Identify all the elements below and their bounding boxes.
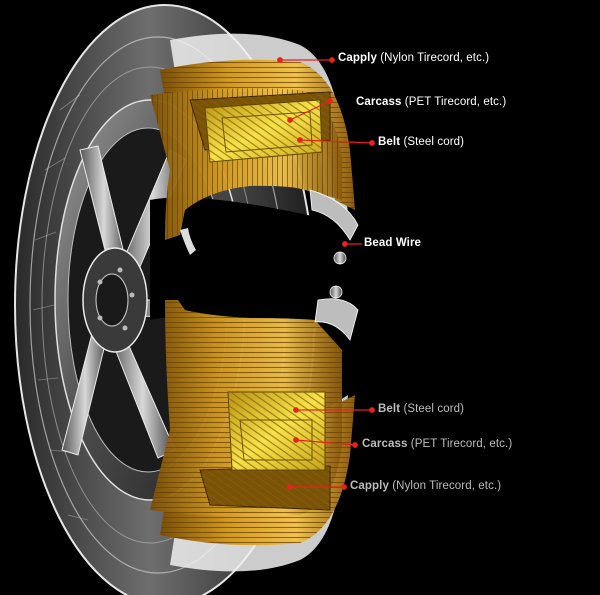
label-bottom-carcass-detail: (PET Tirecord, etc.)	[410, 438, 513, 450]
label-bottom-capply-detail: (Nylon Tirecord, etc.)	[392, 480, 502, 492]
label-top-carcass: Carcass (PET Tirecord, etc.)	[356, 96, 506, 108]
label-bead-wire: Bead Wire	[364, 237, 421, 249]
upper-section	[150, 33, 359, 265]
lower-section	[150, 285, 359, 572]
label-bottom-carcass: Carcass (PET Tirecord, etc.)	[362, 438, 512, 450]
label-top-belt-name: Belt	[378, 136, 401, 148]
label-bottom-capply: Capply (Nylon Tirecord, etc.)	[350, 480, 501, 492]
label-bottom-belt-detail: (Steel cord)	[403, 403, 465, 415]
label-bottom-capply-name: Capply	[350, 480, 389, 492]
label-top-carcass-name: Carcass	[356, 96, 402, 108]
label-top-belt: Belt (Steel cord)	[378, 136, 464, 148]
label-top-carcass-detail: (PET Tirecord, etc.)	[404, 96, 507, 108]
leader-lines	[277, 57, 375, 490]
label-top-belt-detail: (Steel cord)	[403, 136, 465, 148]
label-bottom-carcass-name: Carcass	[362, 438, 408, 450]
label-bottom-belt: Belt (Steel cord)	[378, 403, 464, 415]
label-bottom-belt-name: Belt	[378, 403, 401, 415]
label-top-capply-detail: (Nylon Tirecord, etc.)	[380, 52, 490, 64]
label-top-capply-name: Capply	[338, 52, 377, 64]
label-bead-wire-name: Bead Wire	[364, 237, 422, 249]
label-top-capply: Capply (Nylon Tirecord, etc.)	[338, 52, 489, 64]
